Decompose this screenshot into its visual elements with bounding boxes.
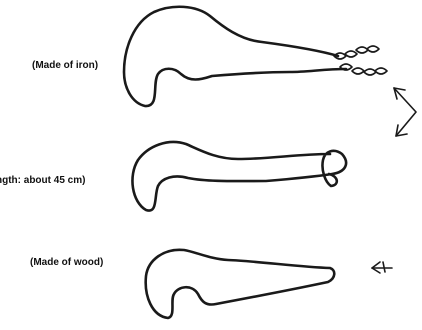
label-iron: (Made of iron): [32, 60, 98, 72]
iron-hook-outline: [124, 7, 346, 106]
double-arrow: [394, 88, 416, 136]
chain-links: [334, 46, 387, 75]
label-length: ngth: about 45 cm): [0, 175, 85, 187]
wood-hook-outline: [146, 250, 335, 318]
wood-hook: [146, 250, 392, 318]
label-wood: (Made of wood): [30, 257, 103, 269]
left-arrow: [372, 262, 392, 273]
chain-link: [356, 47, 368, 53]
chain-link: [345, 51, 357, 57]
iron-hook: [124, 7, 416, 136]
measured-hook-outline: [132, 142, 346, 211]
chain-link: [375, 68, 387, 74]
measured-hook: [132, 142, 346, 211]
arrow-tick: [383, 262, 385, 272]
chain-link: [352, 68, 364, 74]
chain-link: [367, 46, 379, 52]
chain-link: [364, 69, 376, 75]
